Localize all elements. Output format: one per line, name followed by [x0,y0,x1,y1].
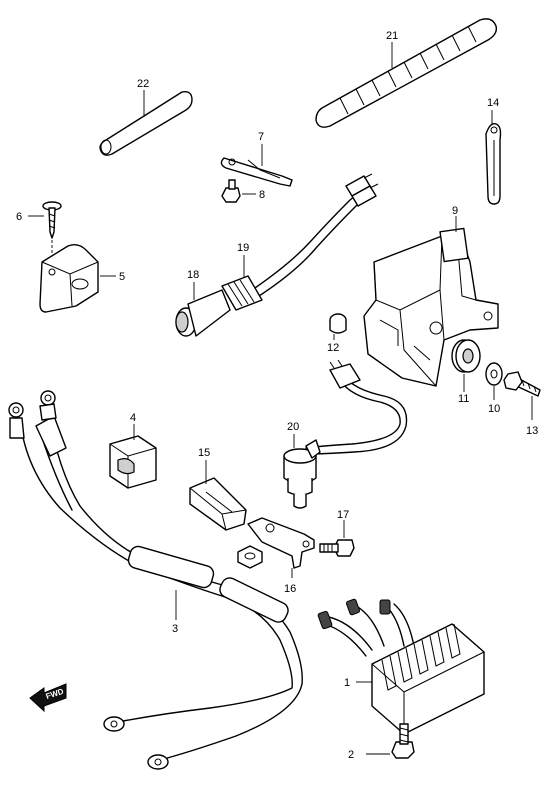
battery-cable-harness: 3 [8,390,303,770]
tube: 22 [99,78,193,156]
callout-16: 16 [284,583,296,595]
callout-22: 22 [137,78,149,90]
switch-bracket: 16 [247,517,315,595]
callout-9: 9 [452,205,458,217]
callout-20: 20 [287,421,299,433]
bolt-2: 2 [348,723,415,761]
callout-2: 2 [348,749,354,761]
callout-12: 12 [327,342,339,354]
callout-21: 21 [386,30,398,42]
bolt-8: 8 [221,179,265,203]
callout-1: 1 [344,677,350,689]
wire-connector-assembly: 18 19 [175,173,379,337]
callout-10: 10 [488,403,500,415]
callout-18: 18 [187,269,199,281]
callout-11: 11 [458,393,469,405]
clamp-15: 15 [189,447,247,531]
cable-clamp: 5 [39,243,125,313]
rectifier-regulator: 1 [317,598,485,735]
washer: 10 [485,362,503,415]
callout-5: 5 [119,271,125,283]
callout-6: 6 [16,211,22,223]
grommet-4: 4 [109,412,157,489]
grommet-12: 12 [327,313,347,354]
callout-13: 13 [526,425,538,437]
callout-3: 3 [172,623,178,635]
screw-6: 6 [16,201,62,268]
grommet-11: 11 [451,339,481,405]
strap-clamp: 14 [485,97,502,205]
callout-15: 15 [198,447,210,459]
fwd-direction-arrow: FWD [29,683,67,713]
callout-14: 14 [487,97,499,109]
callout-4: 4 [130,412,136,424]
mounting-bracket: 9 [363,205,499,387]
callout-19: 19 [237,242,249,254]
callout-8: 8 [259,189,265,201]
neutral-switch: 20 [283,359,408,509]
bolt-17: 17 [319,509,355,557]
wire-bracket: 7 [220,131,293,187]
callout-17: 17 [337,509,349,521]
hex-nut [237,545,263,569]
bolt-13: 13 [503,371,541,437]
callout-7: 7 [258,131,264,143]
spiral-wrap-tube: 21 [315,18,498,128]
